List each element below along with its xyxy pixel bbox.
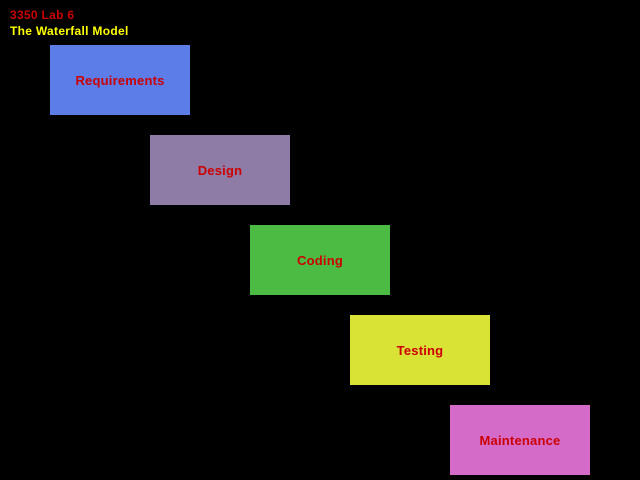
stage-box-maintenance: Maintenance: [450, 405, 590, 475]
stage-label: Maintenance: [479, 432, 561, 448]
stage-box-testing: Testing: [350, 315, 490, 385]
lab-title: 3350 Lab 6: [10, 8, 75, 22]
stage-box-coding: Coding: [250, 225, 390, 295]
stage-label: Coding: [297, 252, 343, 268]
diagram-title: The Waterfall Model: [10, 24, 129, 38]
stage-box-design: Design: [150, 135, 290, 205]
stage-label: Testing: [396, 342, 444, 358]
stage-box-requirements: Requirements: [50, 45, 190, 115]
stage-label: Requirements: [75, 72, 165, 88]
stage-label: Design: [197, 162, 243, 178]
